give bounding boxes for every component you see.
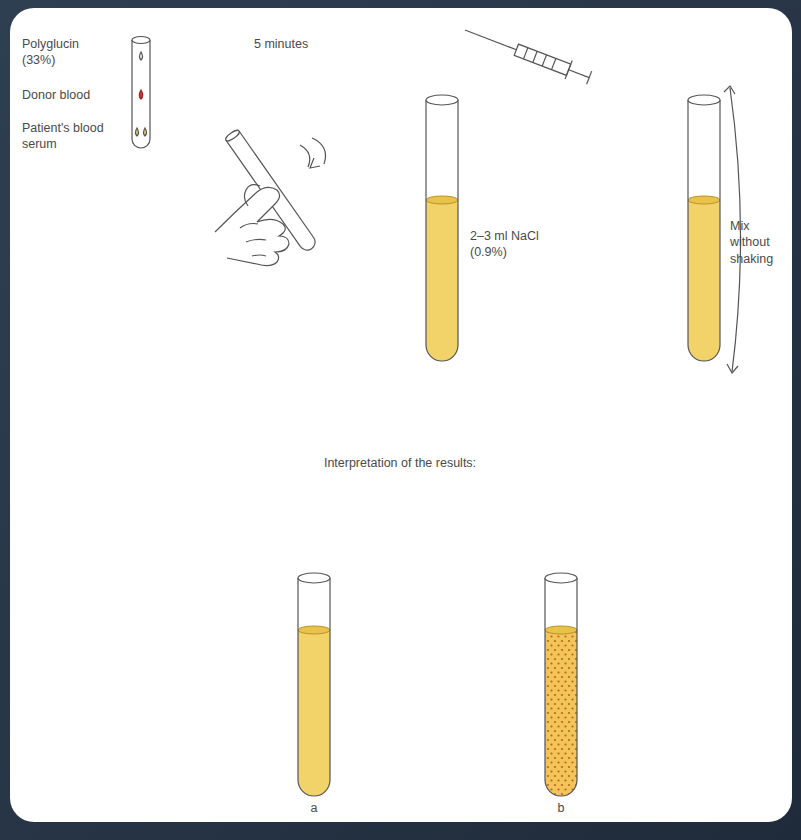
section-heading: Interpretation of the results:: [250, 455, 550, 471]
volume-label: 2–3 ml NaCl (0.9%): [470, 228, 540, 261]
instruction-label: Mix without shaking: [730, 218, 790, 267]
reagent-label: Polyglucin (33%): [22, 36, 112, 69]
white-panel: [10, 8, 792, 822]
result-letter: a: [300, 800, 328, 816]
reagent-label: Patient's blood serum: [22, 120, 112, 153]
reagent-label: Donor blood: [22, 87, 122, 103]
result-letter: b: [547, 800, 575, 816]
time-label: 5 minutes: [254, 36, 344, 52]
